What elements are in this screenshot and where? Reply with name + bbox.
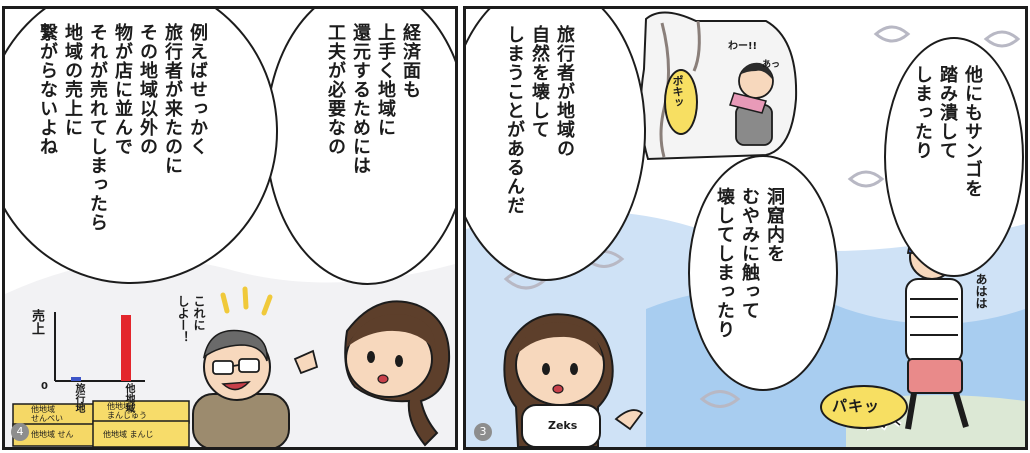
shirt-text: Zeks	[548, 419, 578, 432]
sfx-wa: わー!!	[728, 41, 758, 52]
chart-bar-1	[71, 377, 81, 381]
sfx-ahaha: あはは	[974, 273, 988, 309]
speech-bubble-coral	[884, 37, 1024, 277]
chart-origin-label: 0	[41, 381, 48, 392]
panel-3: 旅行者が地域の 自然を壊して しまうことがあるんだ 他にもサンゴを 踏み潰して …	[463, 6, 1028, 450]
speech-text-coral: 他にもサンゴを 踏み潰して しまったり	[912, 65, 983, 198]
sfx-poki-burst	[664, 69, 698, 135]
panel-number-3: 3	[474, 423, 492, 441]
speech-text-cave: 洞窟内を むやみに触って 壊してしまったり	[714, 187, 785, 339]
sfx-paki: パキッ	[832, 397, 881, 415]
speech-bubble-cave	[688, 155, 838, 391]
speech-text-example: 例えばせっかく 旅行者が来たのに その地域以外の 物が店に並んで それが売れてし…	[37, 23, 208, 232]
chart-y-label: 売上	[29, 309, 44, 335]
chart-category-other: 他地域	[123, 383, 134, 413]
shelf-label-2: 他地域 まんじゅう	[107, 402, 147, 420]
shelf-label-1: 他地域 せんべい	[31, 405, 63, 423]
shelf-label-4: 他地域 まんじ	[103, 430, 154, 439]
sales-chart	[55, 312, 145, 381]
sfx-a: あっ	[762, 60, 781, 70]
panel-number-4: 4	[11, 423, 29, 441]
sfx-poki: ポキッ	[671, 75, 684, 108]
chart-bar-2	[121, 315, 131, 381]
shelf-label-3: 他地域 せん	[31, 430, 74, 439]
chart-category-local: 旅行地	[73, 383, 84, 413]
sfx-paki-burst	[820, 385, 908, 429]
panel-4: 経済面も 上手く地域に 還元するためには 工夫が必要なの 例えばせっかく 旅行者…	[2, 6, 458, 450]
speech-bubble-nature	[466, 9, 646, 281]
speech-text-economy: 経済面も 上手く地域に 還元するためには 工夫が必要なの	[325, 23, 421, 175]
man-speech-text: これに しよー！	[176, 295, 206, 343]
speech-text-nature: 旅行者が地域の 自然を壊して しまうことがあるんだ	[504, 25, 575, 215]
speech-bubble-example	[5, 9, 278, 284]
